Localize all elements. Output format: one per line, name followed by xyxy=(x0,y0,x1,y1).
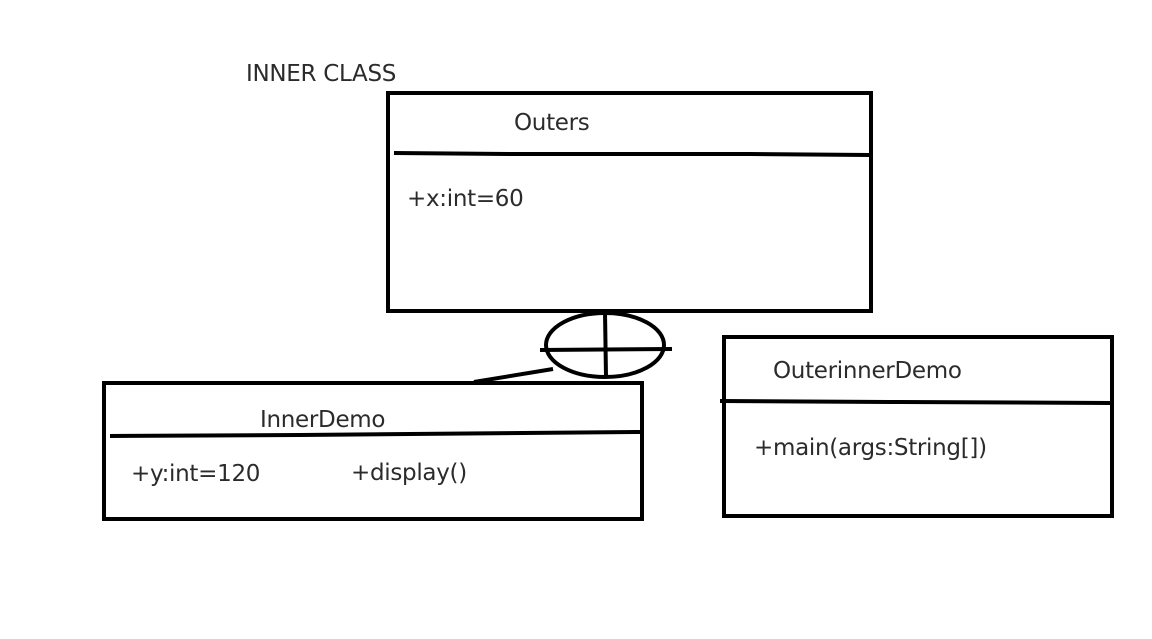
inner-demo-name-divider xyxy=(109,430,641,438)
inner-demo-box-outline xyxy=(102,381,644,521)
inner-demo-class-name: InnerDemo xyxy=(260,407,386,433)
outer-inner-demo-class-box xyxy=(719,335,1114,518)
outers-class-name: Outers xyxy=(514,110,590,136)
outer-inner-demo-name-divider xyxy=(719,399,1111,405)
outers-class-box xyxy=(386,91,873,313)
outers-attribute: +x:int=60 xyxy=(407,186,524,212)
outer-inner-demo-class-name: OuterinnerDemo xyxy=(773,358,962,384)
nesting-horizontal-bar xyxy=(539,347,673,352)
nesting-symbol xyxy=(539,311,673,379)
nesting-vertical-bar xyxy=(603,311,608,378)
outer-inner-demo-method: +main(args:String[]) xyxy=(754,435,987,461)
inner-demo-class-box xyxy=(102,381,644,521)
inner-demo-attribute: +y:int=120 xyxy=(131,461,261,487)
outers-box-outline xyxy=(386,91,873,313)
outer-inner-demo-box-outline xyxy=(722,335,1114,518)
inner-demo-method: +display() xyxy=(351,460,467,486)
nesting-connector-line xyxy=(473,367,554,384)
diagram-title: INNER CLASS xyxy=(246,61,397,87)
outers-name-divider xyxy=(393,151,870,157)
